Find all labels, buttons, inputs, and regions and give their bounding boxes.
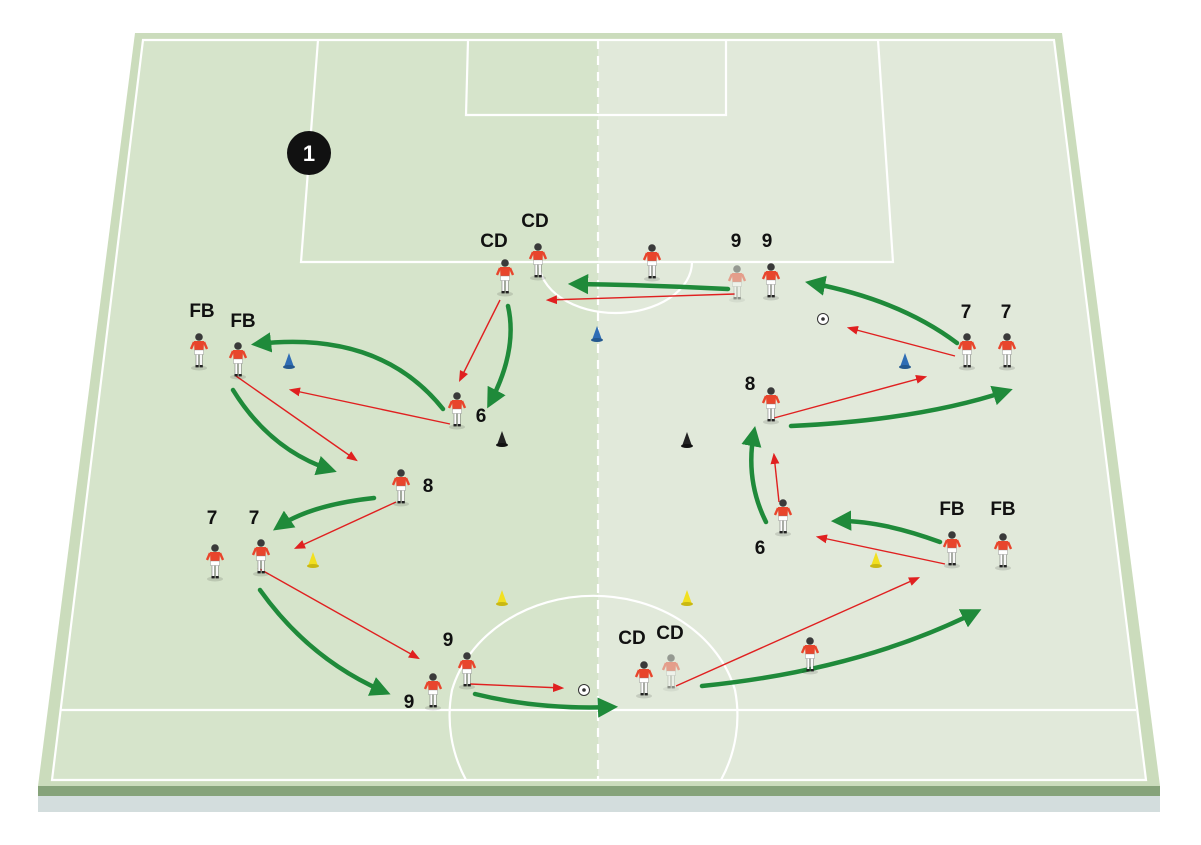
penalty-arc — [537, 261, 694, 315]
run-arrow — [567, 274, 731, 295]
cone-black — [496, 431, 508, 447]
cone-blue — [283, 353, 295, 369]
position-label: 9 — [731, 231, 742, 252]
pass-arrow — [458, 299, 501, 383]
pitch-base-dark — [38, 786, 1160, 796]
pitch-base-light — [38, 796, 1160, 812]
position-label: FB — [939, 499, 964, 520]
run-arrow — [272, 495, 377, 531]
pitch — [38, 33, 1160, 812]
cone-blue — [899, 353, 911, 369]
position-label: CD — [656, 623, 683, 644]
ball — [817, 313, 829, 325]
pass-arrow — [770, 452, 780, 503]
pass-arrow — [293, 501, 397, 549]
position-label: 9 — [443, 630, 454, 651]
balls — [578, 313, 829, 696]
pitch-boundary — [50, 38, 1148, 782]
position-label: 9 — [762, 231, 773, 252]
position-label: 7 — [249, 508, 260, 529]
pass-arrow — [288, 387, 451, 425]
pass-arrow — [469, 683, 565, 693]
position-label: CD — [480, 231, 507, 252]
position-label: 9 — [404, 692, 415, 713]
step-badge: 1 — [287, 131, 331, 175]
position-label: 6 — [476, 406, 487, 427]
position-label: FB — [990, 499, 1015, 520]
cones — [283, 326, 911, 606]
step-badge-number: 1 — [303, 141, 315, 166]
run-arrow — [788, 385, 1013, 429]
pass-arrow — [773, 375, 928, 419]
position-label: 8 — [423, 476, 434, 497]
cone-yellow — [681, 590, 693, 606]
position-labels: CD CD 9 9 FB FB 7 7 6 8 8 7 7 FB FB 6 9 … — [189, 211, 1015, 713]
pass-arrow — [846, 325, 956, 357]
position-label: CD — [618, 628, 645, 649]
pass-arrow — [815, 534, 946, 565]
pass-arrows — [235, 293, 956, 693]
run-arrow — [805, 275, 960, 346]
run-arrow — [257, 587, 391, 696]
six-yard-box — [464, 39, 728, 117]
run-arrow — [830, 510, 943, 545]
run-arrows — [230, 274, 1013, 718]
position-label: 7 — [1001, 302, 1012, 323]
run-arrow — [741, 426, 769, 525]
pitch-left-half — [52, 40, 598, 780]
position-label: 6 — [755, 538, 766, 559]
run-arrow — [250, 332, 446, 412]
position-label: CD — [521, 211, 548, 232]
run-arrow — [230, 387, 337, 476]
position-label: 7 — [207, 508, 218, 529]
cone-yellow — [307, 552, 319, 568]
pass-arrow — [257, 567, 420, 660]
position-label: FB — [230, 311, 255, 332]
pass-arrow — [235, 375, 358, 462]
pass-arrow — [545, 293, 736, 305]
cone-yellow — [870, 552, 882, 568]
cone-black — [681, 432, 693, 448]
position-label: 7 — [961, 302, 972, 323]
pitch-right-half — [598, 40, 1146, 780]
run-arrow — [699, 609, 982, 689]
position-label: FB — [189, 301, 214, 322]
pass-arrow — [675, 577, 921, 687]
cone-yellow — [496, 590, 508, 606]
run-arrow — [472, 691, 619, 718]
centre-circle — [448, 594, 739, 781]
cone-blue — [591, 326, 603, 342]
position-label: 8 — [745, 374, 756, 395]
ball — [578, 684, 590, 696]
run-arrow — [487, 303, 513, 409]
